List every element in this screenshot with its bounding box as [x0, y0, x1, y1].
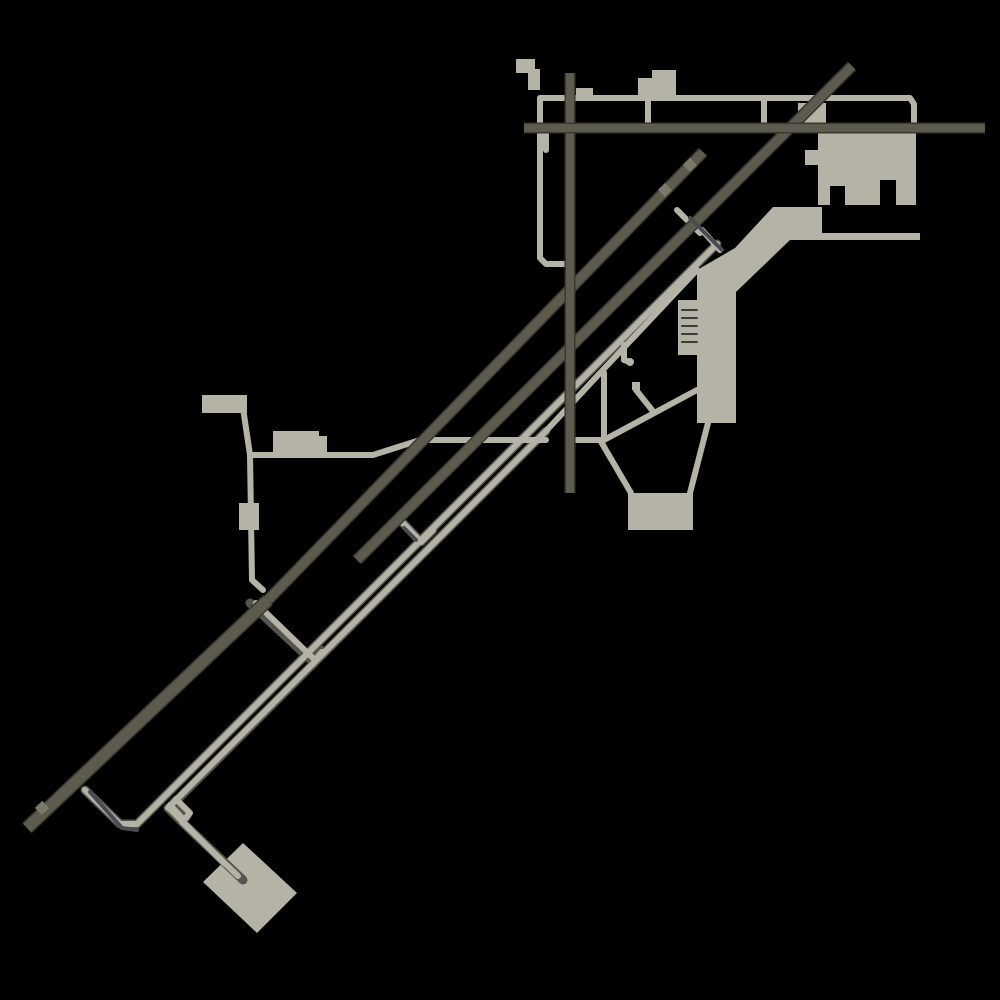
north-pad-1	[516, 59, 540, 90]
taxiway-west-spur	[240, 405, 266, 593]
taxiway-to-south-pad	[597, 437, 634, 496]
taxiway-node-marker	[626, 358, 634, 366]
runway-main-ne	[264, 148, 707, 604]
taxiway-shadow-layer	[88, 216, 724, 832]
gate-pier-markings	[681, 309, 698, 343]
taxiway-connector-mid	[253, 600, 325, 663]
runway-east-parallel	[353, 62, 856, 564]
runway-marking-sw-threshold	[34, 800, 50, 816]
northwest-pad	[202, 395, 247, 413]
taxiway-shadow-north	[402, 526, 418, 542]
south-hardstand	[628, 493, 693, 530]
taxiway-to-south-pad-2	[687, 420, 711, 496]
north-east-apron	[805, 132, 916, 205]
taxiway-layer	[80, 95, 917, 885]
north-pad-2	[638, 70, 676, 98]
taxiway-parallel-east-2	[165, 428, 549, 811]
taxiway-north-perimeter	[537, 95, 917, 131]
runway-main-sw	[23, 596, 272, 832]
taxiway-pier-stub-2	[633, 387, 655, 413]
taxiway-small-pad	[632, 382, 640, 390]
taxiway-shadow-ne	[688, 216, 724, 252]
taxiway-parallel-east	[134, 241, 720, 827]
gate-pier	[678, 300, 697, 355]
taxiway-north-west-leg	[537, 95, 569, 267]
runway-layer	[22, 61, 985, 834]
taxiway-connector-north	[399, 519, 436, 545]
taxiway-shadow-hook	[88, 790, 139, 832]
taxiway-southwest-apron-2	[166, 805, 228, 867]
taxiway-fill	[82, 95, 917, 879]
terminal-apron	[697, 207, 920, 423]
runway-marking-ne-threshold-2	[657, 182, 673, 198]
runway-marking-ne-threshold	[682, 157, 698, 173]
taxiway-east-link-1	[543, 267, 700, 434]
west-apron	[273, 431, 327, 455]
